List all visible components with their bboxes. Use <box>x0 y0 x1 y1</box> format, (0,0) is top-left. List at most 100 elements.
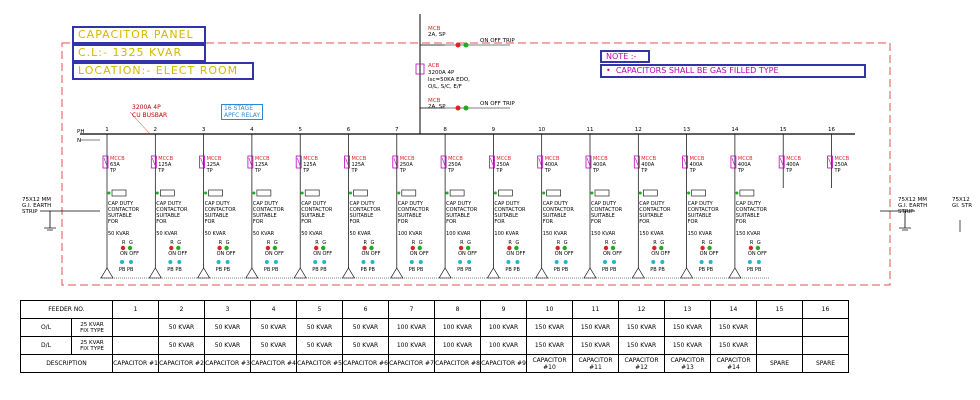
pb-on <box>651 260 656 264</box>
table-ol-cell: 150 KVAR <box>572 318 619 337</box>
contactor-text: FOR <box>494 219 505 225</box>
contactor-text: SUITABLE <box>108 213 132 219</box>
contactor-text: SUITABLE <box>205 213 229 219</box>
lamp-on-off: ON OFF <box>748 251 767 257</box>
mccb-symbol <box>247 155 254 169</box>
mccb-label: MCCB <box>352 156 367 162</box>
mccb-contact <box>683 157 687 167</box>
relay-line2: APFC RELAY <box>224 112 261 119</box>
lamp-green <box>176 245 181 251</box>
contactor-coil <box>594 189 610 197</box>
pb-on <box>120 260 124 264</box>
pb-label: PB PB <box>554 267 569 273</box>
lamp-g-label: G <box>612 240 616 246</box>
contactor-dot <box>542 191 546 195</box>
pb-on <box>699 260 704 264</box>
acb-symbol <box>415 63 425 75</box>
panel-title: CAPACITOR PANEL <box>72 26 206 44</box>
table-dl-cell: 50 KVAR <box>204 336 251 355</box>
pb-label: PB PB <box>747 267 762 273</box>
incomer-mcb-bottom-text: MCB <box>428 98 441 104</box>
pb-off <box>756 260 761 264</box>
pb-off <box>515 260 520 264</box>
table-feeder-no: 7 <box>388 300 435 319</box>
pb-off <box>418 260 423 264</box>
contactor-text: CAP DUTY <box>446 201 472 207</box>
mccb-symbol <box>344 155 350 169</box>
lamp-r-label: R <box>219 240 223 246</box>
contactor-coil <box>304 189 320 197</box>
earth-right-clip-text: GI. STR <box>952 203 972 209</box>
mccb-rating: 400A <box>738 162 752 168</box>
lamp-green <box>224 245 229 251</box>
lamp-on-off: ON OFF <box>700 251 719 257</box>
table-ol-cell: 150 KVAR <box>526 318 573 337</box>
lamp-green <box>321 245 326 251</box>
lamp-r-label: R <box>267 240 271 246</box>
mccb-contact <box>490 157 494 167</box>
pb-off <box>370 260 375 264</box>
mccb-contact <box>828 157 832 167</box>
table-ol-cell: 50 KVAR <box>342 318 389 337</box>
incomer-mcb-bottom-text: 2A, SP <box>428 104 446 110</box>
mccb-poles: TP <box>689 168 696 174</box>
feeder-number: 13 <box>683 127 690 133</box>
lamp-g-label: G <box>709 240 713 246</box>
contactor-text: CAP DUTY <box>494 201 520 207</box>
table-ol-cell <box>756 318 803 337</box>
pb-on <box>747 260 752 264</box>
table-desc-cell: CAPACITOR #2 <box>158 354 205 373</box>
lamp-g-label: G <box>564 240 568 246</box>
mccb-contact <box>152 157 156 167</box>
table-ol-label: O/L <box>20 318 72 337</box>
feeder-number: 11 <box>587 127 594 133</box>
contactor-text: CAP DUTY <box>639 201 665 207</box>
table-feeder-no: 14 <box>710 300 757 319</box>
table-desc-cell: CAPACITOR #8 <box>434 354 481 373</box>
lamp-green <box>417 245 422 251</box>
lamp-red <box>120 245 126 251</box>
mccb-rating: 125A <box>352 162 366 168</box>
contactor-text: SUITABLE <box>494 213 518 219</box>
contactor-coil <box>546 189 562 197</box>
contactor-text: FOR <box>350 219 361 225</box>
table-ol-cell: 50 KVAR <box>158 318 205 337</box>
table-desc-cell: CAPACITOR #9 <box>480 354 527 373</box>
capacitor-bank <box>583 267 597 279</box>
lamp-on-off: ON OFF <box>603 251 622 257</box>
incomer-acb-text: O/L, S/C, E/F <box>428 84 462 90</box>
table-dl-cell: 100 KVAR <box>434 336 481 355</box>
busbar-material: CU BUSBAR <box>132 112 168 119</box>
mccb-label: MCCB <box>448 156 463 162</box>
mccb-symbol <box>199 155 206 169</box>
contactor-text: SUITABLE <box>156 213 180 219</box>
table-dl-cell: 150 KVAR <box>526 336 573 355</box>
lamp-g-label: G <box>177 240 181 246</box>
incomer-lamp-top <box>463 42 469 48</box>
lamp-red <box>555 245 560 251</box>
contactor-text: SUITABLE <box>688 213 712 219</box>
earth-left-text: 75X12 MM <box>22 197 51 203</box>
table-ol-cell: 100 KVAR <box>388 318 435 337</box>
lamp-on-off: ON OFF <box>506 251 525 257</box>
pb-off <box>322 260 327 264</box>
contactor-text: FOR <box>108 219 119 225</box>
lamp-red <box>458 245 464 251</box>
table-dl-cell: 50 KVAR <box>342 336 389 355</box>
contactor-text: FOR <box>253 219 264 225</box>
table-dl-cell: 50 KVAR <box>158 336 205 355</box>
pb-label: PB PB <box>650 267 665 273</box>
capacitor-bank <box>438 267 452 279</box>
mccb-poles: TP <box>302 168 309 174</box>
mccb-symbol <box>827 155 833 169</box>
capacitor-bank <box>535 267 549 279</box>
lamp-g-label: G <box>226 240 230 246</box>
contactor-coil <box>111 189 127 197</box>
